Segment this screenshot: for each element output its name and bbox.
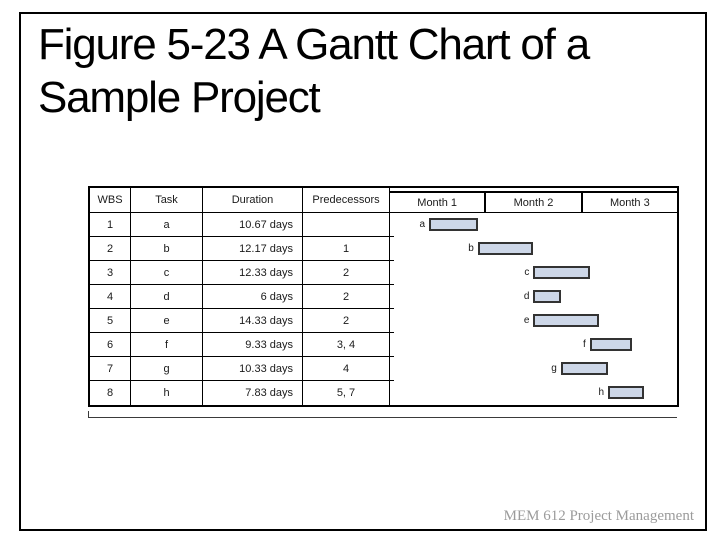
row-separator-tick [390,236,394,237]
duration-cell: 10.33 days [203,357,303,381]
footer-text: MEM 612 Project Management [503,508,694,524]
task-cell: f [131,333,203,357]
wbs-cell: 7 [90,357,131,381]
duration-cell: 9.33 days [203,333,303,357]
row-separator-tick [390,380,394,381]
wbs-cell: 3 [90,261,131,285]
gantt-bar [589,338,633,351]
gantt-bar-label: g [551,363,557,374]
timeline-header: Month 1 Month 2 Month 3 [390,188,677,213]
gantt-row-f: f [390,333,677,357]
slide-title-line2: Sample Project [38,73,321,122]
duration-cell: 14.33 days [203,309,303,333]
task-cell: e [131,309,203,333]
slide-title-line1: Figure 5-23 A Gantt Chart of a [38,20,590,69]
gantt-bar [429,218,478,231]
predecessors-cell: 4 [303,357,390,381]
gantt-row-d: d [390,285,677,309]
predecessors-cell: 2 [303,261,390,285]
gantt-row-a: a [390,213,677,237]
duration-cell: 12.33 days [203,261,303,285]
row-separator-tick [390,260,394,261]
month-1-header: Month 1 [390,193,487,212]
predecessors-cell: 2 [303,285,390,309]
duration-cell: 7.83 days [203,381,303,405]
task-cell: c [131,261,203,285]
gantt-bar-label: f [582,339,586,350]
column-header-duration: Duration [203,188,303,213]
gantt-bar-label: b [468,243,474,254]
gantt-bar [533,314,599,327]
wbs-cell: 6 [90,333,131,357]
slide-title: Figure 5-23 A Gantt Chart of a Sample Pr… [38,18,678,124]
gantt-row-b: b [390,237,677,261]
task-cell: h [131,381,203,405]
predecessors-cell: 1 [303,237,390,261]
task-cell: a [131,213,203,237]
gantt-row-e: e [390,309,677,333]
task-cell: d [131,285,203,309]
gantt-bar-label: e [523,315,530,326]
wbs-cell: 2 [90,237,131,261]
task-cell: g [131,357,203,381]
row-separator-tick [390,308,394,309]
gantt-bar [560,362,608,375]
gantt-chart-area: a b c d e f g h [390,213,677,405]
column-header-wbs: WBS [90,188,131,213]
predecessors-cell: 3, 4 [303,333,390,357]
gantt-row-h: h [390,381,677,405]
month-3-header: Month 3 [609,196,650,209]
gantt-bar-label: d [523,291,530,302]
month-2-header: Month 2 [486,193,583,212]
wbs-cell: 8 [90,381,131,405]
gantt-bar [533,290,561,303]
row-separator-tick [390,332,394,333]
duration-cell: 6 days [203,285,303,309]
gantt-bar [608,386,644,399]
task-cell: b [131,237,203,261]
timeline-month-band: Month 1 Month 2 Month 3 [390,191,677,212]
gantt-bar [477,242,534,255]
wbs-cell: 5 [90,309,131,333]
gantt-bar-label: c [524,267,530,278]
cropped-next-row-edge [88,411,677,418]
gantt-row-g: g [390,357,677,381]
wbs-cell: 1 [90,213,131,237]
column-header-task: Task [131,188,203,213]
predecessors-cell: 2 [303,309,390,333]
gantt-chart-figure: WBS Task Duration Predecessors Month 1 M… [88,186,679,407]
predecessors-cell [303,213,390,237]
duration-cell: 10.67 days [203,213,303,237]
row-separator-tick [390,284,394,285]
duration-cell: 12.17 days [203,237,303,261]
row-separator-tick [390,356,394,357]
wbs-cell: 4 [90,285,131,309]
gantt-bar-label: a [419,219,425,230]
gantt-bar-label: h [598,387,604,398]
gantt-row-c: c [390,261,677,285]
gantt-bar [533,266,590,279]
predecessors-cell: 5, 7 [303,381,390,405]
column-header-predecessors: Predecessors [303,188,390,213]
